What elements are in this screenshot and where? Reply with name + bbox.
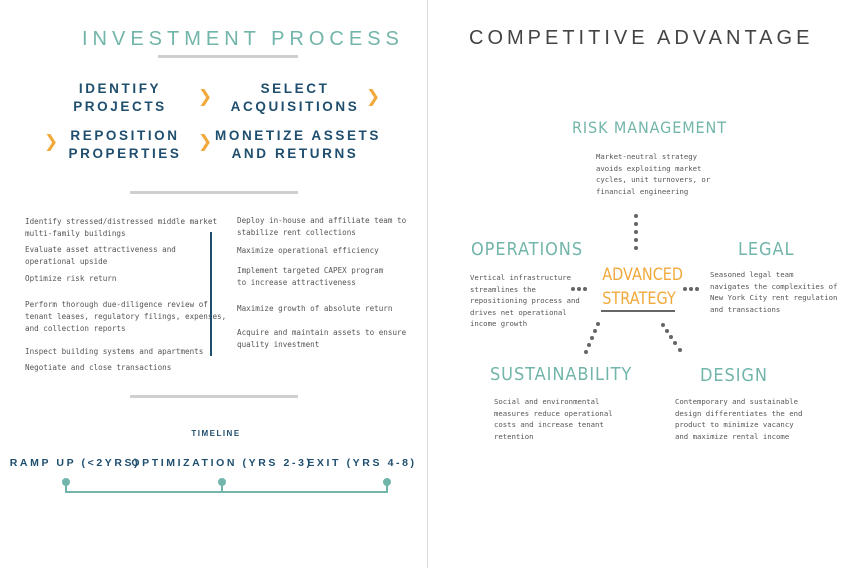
connector-dot	[689, 287, 693, 291]
center-underline	[601, 310, 675, 312]
section-divider	[130, 395, 298, 398]
chevron-right-icon: ❯	[198, 132, 213, 152]
list-item: Optimize risk return	[25, 274, 117, 283]
chevron-right-icon: ❯	[366, 87, 381, 107]
connector-dot	[665, 329, 669, 333]
competitive-advantage-title: COMPETITIVE ADVANTAGE	[469, 27, 814, 49]
connector-dot	[583, 287, 587, 291]
center-line: ADVANCED	[602, 265, 684, 285]
step-line: PROPERTIES	[68, 146, 182, 161]
connector-dot	[678, 348, 682, 352]
list-item: Maximize operational efficiency	[237, 246, 379, 255]
step-monetize: MONETIZE ASSETS AND RETURNS	[215, 127, 382, 163]
design-heading: DESIGN	[700, 365, 768, 386]
step-reposition: REPOSITION PROPERTIES	[65, 127, 185, 163]
chevron-right-icon: ❯	[44, 132, 59, 152]
sustainability-heading: SUSTAINABILITY	[490, 364, 633, 385]
connector-dot	[584, 350, 588, 354]
timeline-line	[62, 478, 391, 493]
chevron-right-icon: ❯	[198, 87, 213, 107]
connector-dot	[634, 230, 638, 234]
connector-dot	[593, 329, 597, 333]
connector-dot	[587, 343, 591, 347]
operations-heading: OPERATIONS	[471, 239, 584, 260]
step-line: AND RETURNS	[231, 146, 359, 161]
risk-management-heading: RISK MANAGEMENT	[572, 118, 727, 137]
advanced-strategy-center: ADVANCED STRATEGY	[596, 263, 684, 311]
center-line: STRATEGY	[602, 289, 676, 309]
step-line: IDENTIFY	[78, 81, 162, 96]
list-item: Maximize growth of absolute return	[237, 304, 393, 313]
investment-process-title: INVESTMENT PROCESS	[82, 28, 404, 50]
step-line: MONETIZE ASSETS	[215, 128, 382, 143]
title-underline	[158, 55, 298, 58]
step-line: PROJECTS	[73, 99, 167, 114]
step-line: ACQUISITIONS	[230, 99, 360, 114]
connector-dot	[634, 222, 638, 226]
list-item: Negotiate and close transactions	[25, 363, 172, 372]
connector-dot	[596, 322, 600, 326]
step-line: REPOSITION	[70, 128, 180, 143]
connector-dot	[590, 336, 594, 340]
timeline-phase-optimization: OPTIMIZATION (YRS 2-3)	[131, 457, 313, 469]
connector-dot	[634, 246, 638, 250]
connector-dot	[669, 335, 673, 339]
connector-dot	[673, 341, 677, 345]
section-divider	[130, 191, 298, 194]
timeline-phase-exit: EXIT (YRS 4-8)	[307, 457, 417, 469]
step-select: SELECT ACQUISITIONS	[225, 80, 365, 116]
list-item: Perform thorough due-diligence review of…	[25, 300, 227, 333]
connector-dot	[577, 287, 581, 291]
list-item: Identify stressed/distressed middle mark…	[25, 217, 218, 238]
list-separator	[210, 232, 212, 356]
connector-dot	[661, 323, 665, 327]
list-item: Inspect building systems and apartments	[25, 347, 204, 356]
step-line: SELECT	[260, 81, 330, 96]
connector-dot	[571, 287, 575, 291]
page-divider	[427, 0, 428, 568]
connector-dot	[634, 238, 638, 242]
step-identify: IDENTIFY PROJECTS	[60, 80, 180, 116]
timeline-title: TIMELINE	[191, 429, 241, 438]
legal-heading: LEGAL	[738, 239, 795, 260]
connector-dot	[695, 287, 699, 291]
connector-dot	[634, 214, 638, 218]
timeline-phase-ramp-up: RAMP UP (<2YRS)	[9, 457, 141, 469]
connector-dot	[683, 287, 687, 291]
